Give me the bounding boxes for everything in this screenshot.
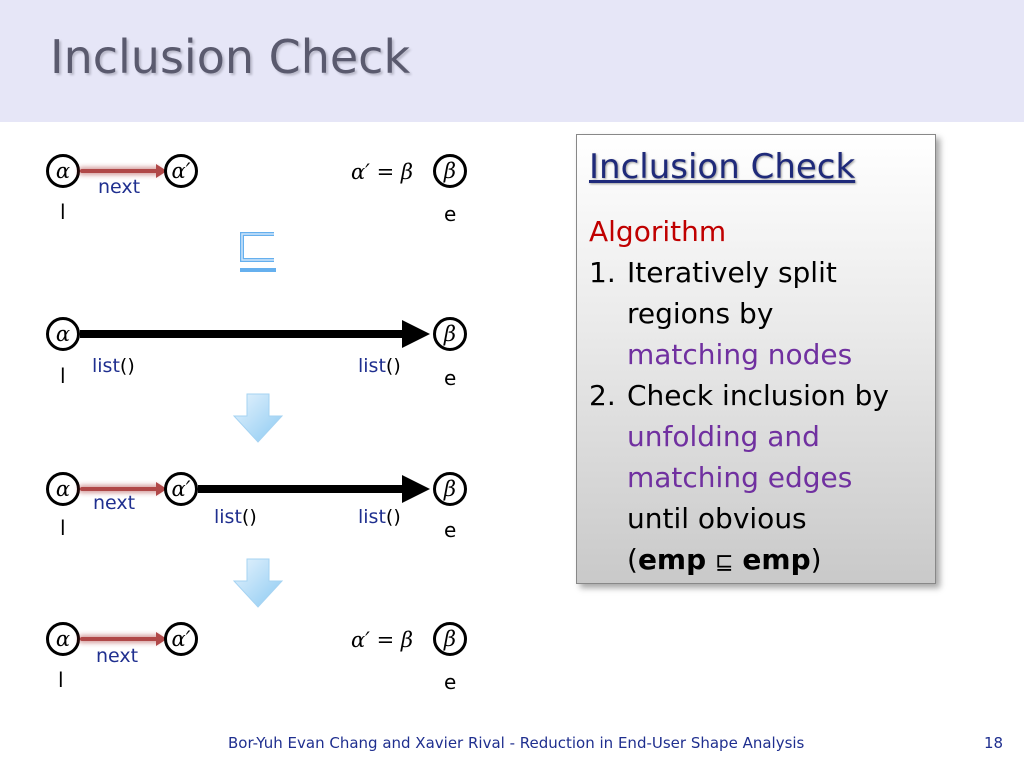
list-label-right: list() bbox=[358, 355, 401, 377]
algorithm-heading: Algorithm bbox=[589, 215, 727, 248]
step-1-line: Iteratively split bbox=[627, 256, 837, 289]
box-title: Inclusion Check bbox=[589, 147, 856, 187]
node-alpha: α bbox=[46, 472, 80, 506]
step-2-highlight: unfolding and bbox=[627, 420, 820, 453]
next-label: next bbox=[96, 645, 139, 667]
node-beta: β bbox=[433, 472, 467, 506]
step-1-number: 1. bbox=[589, 256, 616, 289]
down-arrow-icon bbox=[232, 393, 284, 443]
down-arrow-icon bbox=[232, 558, 284, 608]
equality-alpha-prime-beta: α′ = β bbox=[351, 160, 414, 184]
next-edge bbox=[80, 637, 160, 641]
inclusion-symbol bbox=[240, 232, 276, 272]
title-band bbox=[0, 0, 1024, 122]
next-label: next bbox=[98, 176, 141, 198]
node-alpha: α bbox=[46, 154, 80, 188]
node-alpha: α bbox=[46, 622, 80, 656]
list-edge bbox=[80, 330, 405, 338]
step-1-line: regions by bbox=[627, 297, 774, 330]
next-edge-arrowhead bbox=[156, 632, 167, 646]
list-label-right: list() bbox=[358, 506, 401, 528]
next-edge bbox=[80, 487, 160, 491]
var-l: l bbox=[60, 364, 66, 388]
node-beta: β bbox=[433, 317, 467, 351]
step-2-line: Check inclusion by bbox=[627, 379, 889, 412]
step-1-highlight: matching nodes bbox=[627, 338, 853, 371]
var-e: e bbox=[444, 518, 457, 542]
next-edge-arrowhead bbox=[156, 164, 167, 178]
slide-title: Inclusion Check bbox=[50, 30, 411, 84]
next-edge bbox=[80, 169, 160, 173]
list-edge bbox=[198, 485, 405, 493]
var-l: l bbox=[60, 516, 66, 540]
page-number: 18 bbox=[984, 734, 1004, 752]
next-label: next bbox=[93, 492, 136, 514]
node-beta: β bbox=[433, 154, 467, 188]
node-beta: β bbox=[433, 622, 467, 656]
step-2-highlight: matching edges bbox=[627, 461, 853, 494]
list-label-left: list() bbox=[92, 355, 135, 377]
footer-citation: Bor-Yuh Evan Chang and Xavier Rival - Re… bbox=[228, 734, 805, 752]
node-alpha-prime: α′ bbox=[164, 154, 198, 188]
node-alpha: α bbox=[46, 317, 80, 351]
var-e: e bbox=[444, 202, 457, 226]
emp-inclusion: (emp ⊑ emp) bbox=[627, 543, 822, 576]
next-edge-arrowhead bbox=[156, 482, 167, 496]
step-2-line: until obvious bbox=[627, 502, 807, 535]
algorithm-box: Inclusion Check Algorithm 1. Iteratively… bbox=[576, 134, 936, 584]
equality-alpha-prime-beta: α′ = β bbox=[351, 628, 414, 652]
var-l: l bbox=[60, 200, 66, 224]
var-l: l bbox=[58, 668, 64, 692]
var-e: e bbox=[444, 670, 457, 694]
list-edge-arrowhead bbox=[402, 320, 430, 348]
list-edge-arrowhead bbox=[402, 475, 430, 503]
var-e: e bbox=[444, 366, 457, 390]
step-2-number: 2. bbox=[589, 379, 616, 412]
node-alpha-prime: α′ bbox=[164, 622, 198, 656]
list-label-left: list() bbox=[214, 506, 257, 528]
node-alpha-prime: α′ bbox=[164, 472, 198, 506]
